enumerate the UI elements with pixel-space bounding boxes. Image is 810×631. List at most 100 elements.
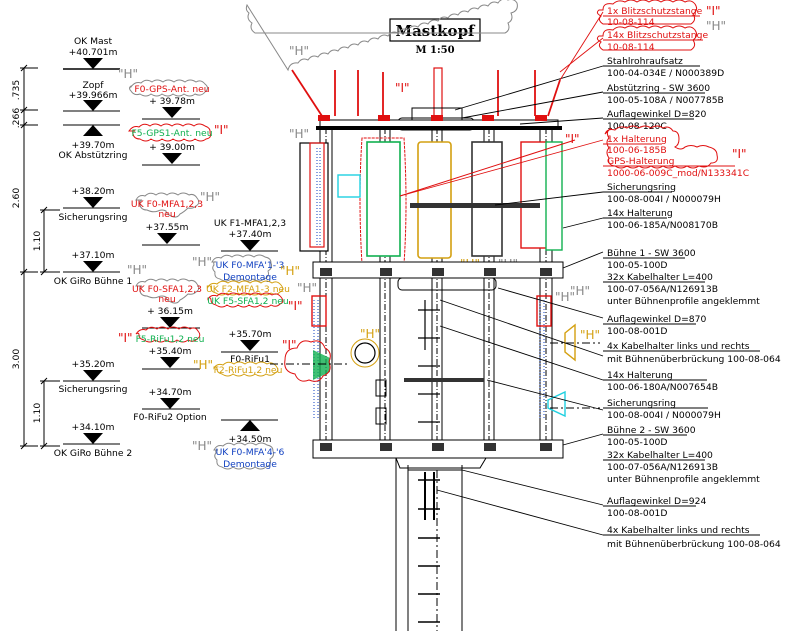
callout-line3: 32x Kabelhalter L=400 — [607, 450, 713, 461]
callout-line1: Auflagewinkel D=870 — [607, 314, 706, 325]
revision-mark-h: "H" — [127, 263, 147, 277]
revision-cloud — [213, 442, 275, 470]
level-value: +37.55m — [146, 222, 189, 233]
revision-cloud — [128, 123, 211, 142]
antenna-label-suffix: neu — [158, 209, 175, 220]
antenna-label: UK F0-SFA1,2,3 — [132, 284, 202, 295]
mast-structure — [245, 0, 600, 631]
dimension-label: 2.60 — [11, 188, 22, 209]
callout-line2: 100-06-185B — [607, 145, 667, 156]
revision-cloud — [207, 292, 284, 308]
level-triangle-down — [157, 233, 177, 244]
level-markers-main: OK Mast +40.701m Zopf +39.966m +39.70m O… — [54, 36, 133, 459]
revision-mark-h: "H" — [580, 328, 600, 342]
callout-line2: mit Bühnenüberbrückung 100-08-064 — [607, 539, 781, 550]
callout-line1: Auflagewinkel D=820 — [607, 109, 706, 120]
drawing-scale: M 1:50 — [415, 45, 454, 56]
revision-cloud — [213, 361, 279, 377]
callouts: 1x Blitzschutzstange 10-08-114 14x Blitz… — [596, 0, 781, 550]
callout-line2: 100-05-108A / N007785B — [607, 95, 724, 106]
cloud-label: Demontage — [223, 272, 277, 283]
level-triangle-down — [83, 197, 103, 208]
dimension-label: 1.10 — [32, 403, 43, 424]
level-value: + 39.78m — [149, 96, 195, 107]
revision-mark-i: "I" — [214, 123, 229, 137]
level-name: Sicherungsring — [59, 212, 128, 223]
level-triangle-down — [240, 340, 260, 351]
revision-mark-h: "H" — [118, 67, 138, 81]
callout-line2: mit Bühnenüberbrückung 100-08-064 — [607, 354, 781, 365]
level-triangle-down — [160, 357, 180, 368]
mast-pole — [395, 458, 463, 631]
antenna-label: F0-GPS-Ant. neu — [134, 84, 209, 95]
antenna-panel-red — [520, 141, 548, 249]
level-name: UK F1-MFA1,2,3 — [214, 218, 286, 229]
revision-mark-h: "H" — [192, 439, 212, 453]
revision-cloud — [245, 0, 518, 72]
level-triangle-up — [240, 420, 260, 431]
antenna-panel-grey — [471, 141, 503, 257]
level-value: + 39.00m — [149, 142, 195, 153]
dimension-label: 1.10 — [32, 231, 43, 252]
cloud-label: UK F5-SFA1,2 neu — [207, 296, 289, 307]
callout-line3: GPS-Halterung — [607, 156, 674, 167]
callout-line2: 100-08-001D — [607, 508, 667, 519]
level-name: OK Abstützring — [59, 150, 128, 161]
callout-line2: 100-08-004I / N000079H — [607, 410, 721, 421]
level-name: OK GiRo Bühne 1 — [54, 276, 133, 287]
level-triangle-down — [83, 100, 103, 111]
callout-line4: 100-07-056A/N126913B — [607, 462, 718, 473]
revision-mark-h: "H" — [570, 284, 590, 298]
callout-line1: Auflagewinkel D=924 — [607, 496, 706, 507]
callout-line1: 14x Blitzschutzstange — [607, 30, 708, 41]
level-name: OK Mast — [74, 36, 113, 47]
callout-line1: Sicherungsring — [607, 398, 676, 409]
revision-cloud — [135, 192, 200, 218]
level-name: Zopf — [83, 80, 105, 91]
revision-mark-i: "I" — [118, 331, 133, 345]
callout-line1: 1x Halterung — [607, 134, 667, 145]
revision-cloud — [284, 340, 331, 382]
level-value: +35.70m — [229, 329, 272, 340]
level-name: Sicherungsring — [59, 384, 128, 395]
antenna-panel-left — [299, 142, 329, 252]
antenna-label: F0-RiFu2 Option — [133, 412, 207, 423]
callout-line2: 10-08-114 — [607, 17, 655, 28]
callout-line1: Bühne 2 - SW 3600 — [607, 425, 696, 436]
cloud-label: UK F0-MFA'4-'6 — [216, 447, 285, 458]
revision-cloud — [596, 25, 698, 51]
revision-mark-h: "H" — [297, 281, 317, 295]
callout-line2: 100-06-185A/N008170B — [607, 220, 718, 231]
revision-mark-i: "I" — [288, 299, 303, 313]
callout-line1: 4x Kabelhalter links und rechts — [607, 525, 750, 536]
antenna-label: F5-GPS1-Ant. neu — [131, 128, 212, 139]
revision-cloud — [207, 280, 284, 296]
antenna-label-suffix: neu — [158, 294, 175, 305]
level-markers-right: UK F1-MFA1,2,3 +37.40m UK F0-MFA'1-'3 De… — [206, 218, 290, 470]
antenna-panel-green — [366, 141, 401, 257]
callout-line2: 100-05-100D — [607, 260, 667, 271]
level-triangle-down — [162, 107, 182, 118]
title-block: Mastkopf M 1:50 — [389, 18, 481, 56]
revision-cloud — [211, 254, 273, 282]
cloud-label: Demontage — [223, 459, 277, 470]
level-value: +39.966m — [69, 90, 118, 101]
level-triangle-down — [83, 433, 103, 444]
antenna-label: F5-RiFu1,2 neu — [136, 334, 205, 345]
level-value: +34.50m — [229, 434, 272, 445]
revision-mark-i: "I" — [706, 4, 721, 18]
callout-line1: 1x Blitzschutzstange — [607, 6, 703, 17]
callout-line1: Stahlrohraufsatz — [607, 56, 683, 67]
level-value: +35.40m — [149, 346, 192, 357]
revision-mark-h: "H" — [193, 358, 213, 372]
callout-line1: 14x Halterung — [607, 370, 673, 381]
level-markers-antennas: F0-GPS-Ant. neu + 39.78m F5-GPS1-Ant. ne… — [128, 79, 213, 423]
callout-line3: 32x Kabelhalter L=400 — [607, 272, 713, 283]
revision-mark-h: "H" — [280, 264, 300, 278]
drawing-title: Mastkopf — [395, 22, 476, 40]
callout-line1: Abstützring - SW 3600 — [607, 83, 710, 94]
cloud-label: UK F2-MFA1-3 neu — [206, 284, 290, 295]
revision-cloud — [135, 278, 200, 304]
callout-line5: unter Bühnenprofile angeklemmt — [607, 296, 760, 307]
level-triangle-up — [83, 125, 103, 136]
